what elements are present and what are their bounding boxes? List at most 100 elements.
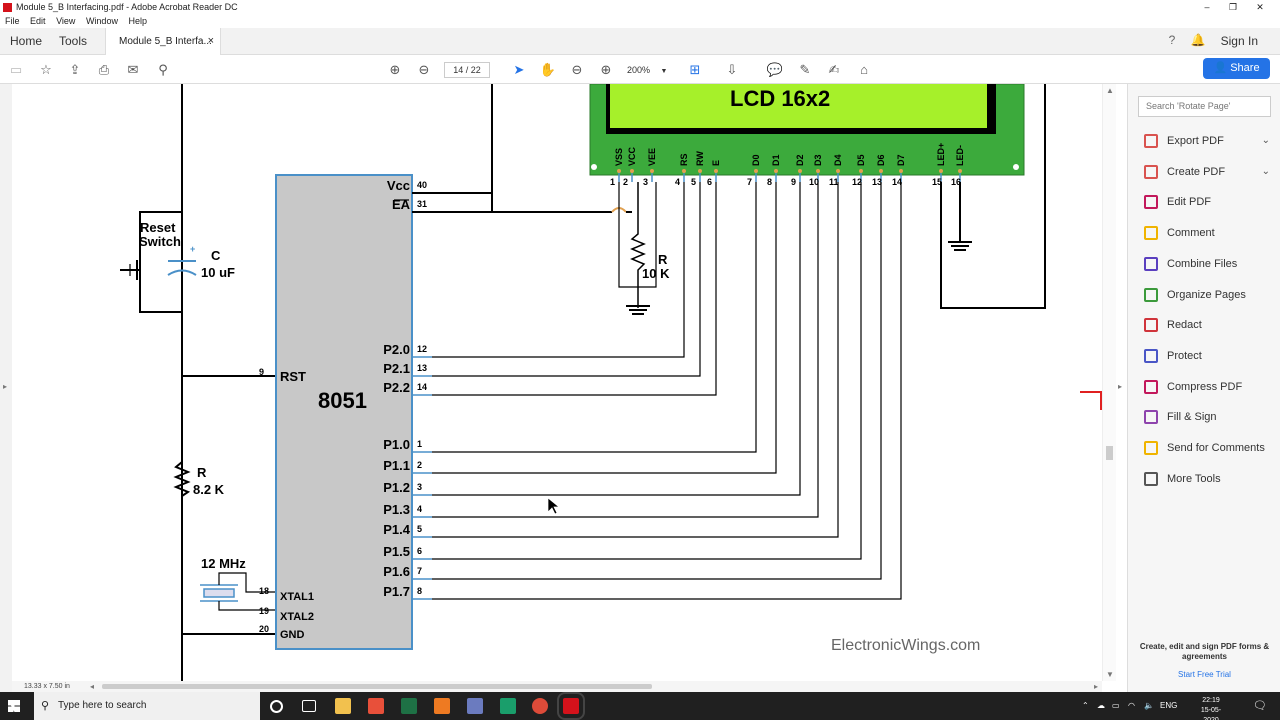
menu-help[interactable]: Help — [128, 16, 147, 26]
network-icon[interactable]: ◠ — [1128, 701, 1135, 710]
clock-date: 15-05-2020 — [1200, 707, 1222, 724]
scroll-right-icon[interactable]: ▸ — [1094, 682, 1099, 691]
tool-export-pdf[interactable]: Export PDF⌄ — [1142, 131, 1274, 151]
tool-combine-files[interactable]: Combine Files — [1142, 254, 1274, 274]
tray-chevron-icon[interactable]: ⌃ — [1082, 701, 1089, 710]
window-title: Module 5_B Interfacing.pdf - Adobe Acrob… — [16, 2, 238, 12]
menu-file[interactable]: File — [5, 16, 20, 26]
email-icon[interactable]: ✉ — [127, 62, 139, 77]
tool-label: Create PDF — [1167, 165, 1226, 178]
tool-send-for-comments[interactable]: Send for Comments — [1142, 438, 1274, 458]
zoom-dropdown[interactable]: 200% ▼ — [627, 62, 673, 78]
save-icon[interactable]: ▭ — [9, 62, 23, 77]
page-number-field[interactable]: 14 / 22 — [444, 62, 490, 78]
tool-redact[interactable]: Redact — [1142, 315, 1274, 335]
chevron-down-icon[interactable]: ⌄ — [1261, 135, 1270, 146]
horizontal-scroll-thumb[interactable] — [102, 684, 652, 689]
sign-icon[interactable]: ✍ — [828, 62, 840, 77]
upload-cloud-icon[interactable]: ⇪ — [69, 62, 81, 77]
cortana-icon[interactable] — [270, 700, 283, 713]
menu-edit[interactable]: Edit — [30, 16, 46, 26]
print-icon[interactable]: ⎙ — [98, 62, 110, 77]
hand-tool-icon[interactable]: ✋ — [539, 62, 557, 77]
menu-view[interactable]: View — [56, 16, 76, 26]
expand-left-panel-icon[interactable]: ▸ — [3, 382, 8, 391]
tool-compress-pdf[interactable]: Compress PDF — [1142, 377, 1274, 397]
tool-protect[interactable]: Protect — [1142, 346, 1274, 366]
tab-home[interactable]: Home — [10, 34, 43, 48]
document-view[interactable]: .w { stroke:#000; stroke-width:2; fill:n… — [12, 84, 1102, 681]
stamp-icon[interactable]: ⌂ — [860, 62, 868, 77]
highlight-pen-icon[interactable]: ✎ — [799, 62, 811, 77]
sign-in-link[interactable]: Sign In — [1220, 34, 1258, 48]
mcu-pin-name: GND — [280, 629, 305, 641]
acrobat-app-icon — [3, 3, 12, 12]
search-icon[interactable]: ⚲ — [158, 62, 168, 77]
menu-bar: File Edit View Window Help — [0, 15, 1280, 28]
vertical-scrollbar[interactable]: ▲ ▼ — [1102, 84, 1116, 681]
horizontal-scrollbar[interactable]: ◂ ▸ — [12, 681, 1102, 692]
scroll-left-icon[interactable]: ◂ — [90, 682, 95, 691]
close-window-button[interactable]: ✕ — [1256, 2, 1264, 12]
comment-icon[interactable]: 💬 — [766, 62, 784, 77]
tool-comment[interactable]: Comment — [1142, 223, 1274, 243]
start-trial-link[interactable]: Start Free Trial — [1178, 670, 1231, 679]
notification-bell-icon[interactable]: 🔔 — [1190, 33, 1206, 47]
windows-start-icon[interactable] — [8, 700, 20, 712]
share-label: Share — [1230, 62, 1260, 74]
excel-icon[interactable] — [401, 698, 417, 714]
scroll-up-icon[interactable]: ▲ — [1106, 86, 1114, 95]
bookmark-star-icon[interactable]: ☆ — [40, 62, 52, 77]
scroll-mode-icon[interactable]: ⇩ — [726, 62, 738, 77]
tool-more-tools[interactable]: More Tools — [1142, 469, 1274, 489]
tool-edit-pdf[interactable]: Edit PDF — [1142, 192, 1274, 212]
close-tab-icon[interactable]: × — [207, 35, 214, 47]
tab-document[interactable]: Module 5_B Interfa... × — [105, 28, 221, 55]
vertical-scroll-thumb[interactable] — [1106, 446, 1113, 460]
maximize-button[interactable]: ❐ — [1228, 2, 1238, 12]
tool-label: Protect — [1167, 349, 1202, 362]
zoom-in-icon[interactable]: ⊕ — [600, 62, 612, 77]
next-page-icon[interactable]: ⊖ — [418, 62, 430, 77]
notifications-icon[interactable]: 🗨 — [1253, 700, 1267, 712]
tool-create-pdf[interactable]: Create PDF ⌄ — [1142, 162, 1274, 182]
acrobat-taskbar-icon[interactable] — [557, 692, 585, 720]
share-button[interactable]: 👤 Share — [1203, 58, 1270, 79]
task-view-icon[interactable] — [302, 700, 316, 712]
file-explorer-icon[interactable] — [335, 698, 351, 714]
tools-search-input[interactable]: Search 'Rotate Page' — [1138, 96, 1271, 117]
tool-organize-pages[interactable]: Organize Pages — [1142, 285, 1274, 305]
battery-icon[interactable]: ▭ — [1112, 701, 1120, 710]
minimize-button[interactable]: – — [1204, 2, 1210, 12]
mcu-pin-number: 6 — [417, 546, 422, 556]
volume-icon[interactable]: 🔈 — [1144, 701, 1154, 710]
menu-window[interactable]: Window — [85, 16, 118, 26]
page-size-info: 13.33 x 7.50 in — [24, 683, 70, 690]
system-clock[interactable]: 22:19 15-05-2020 — [1196, 696, 1226, 726]
lcd-pin-pad — [859, 169, 863, 173]
collapse-right-pane-icon[interactable]: ▸ — [1118, 382, 1123, 391]
chevron-down-icon[interactable]: ⌄ — [1261, 165, 1270, 177]
chrome-icon[interactable] — [532, 698, 548, 714]
onedrive-icon[interactable]: ☁ — [1097, 701, 1105, 710]
lcd-pins: VSS1VCC2VEE3RS4RW5E6D07D18D29D310D411D51… — [610, 143, 965, 187]
select-cursor-icon[interactable]: ➤ — [513, 62, 525, 77]
app-orange-icon[interactable] — [434, 698, 450, 714]
scroll-down-icon[interactable]: ▼ — [1106, 670, 1114, 679]
mcu-pin-number: 4 — [417, 504, 422, 514]
lcd-pin-pad — [939, 169, 943, 173]
tab-tools[interactable]: Tools — [59, 34, 88, 48]
tool-fill-sign[interactable]: Fill & Sign — [1142, 407, 1274, 427]
language-indicator[interactable]: ENG — [1160, 701, 1178, 710]
port-wire — [432, 182, 685, 358]
zoom-out-icon[interactable]: ⊖ — [571, 62, 583, 77]
app-green-arrow-icon[interactable] — [500, 698, 516, 714]
app-calculator-icon[interactable] — [467, 698, 483, 714]
app-proteus-icon[interactable] — [368, 698, 384, 714]
taskbar-search[interactable]: ⚲ Type here to search — [34, 692, 260, 720]
help-icon[interactable]: ? — [1168, 33, 1176, 47]
fit-page-icon[interactable]: ⊞ — [689, 62, 701, 77]
crystal-label: 12 MHz — [201, 556, 246, 571]
lcd-pin-pad — [899, 169, 903, 173]
previous-page-icon[interactable]: ⊕ — [389, 62, 401, 77]
